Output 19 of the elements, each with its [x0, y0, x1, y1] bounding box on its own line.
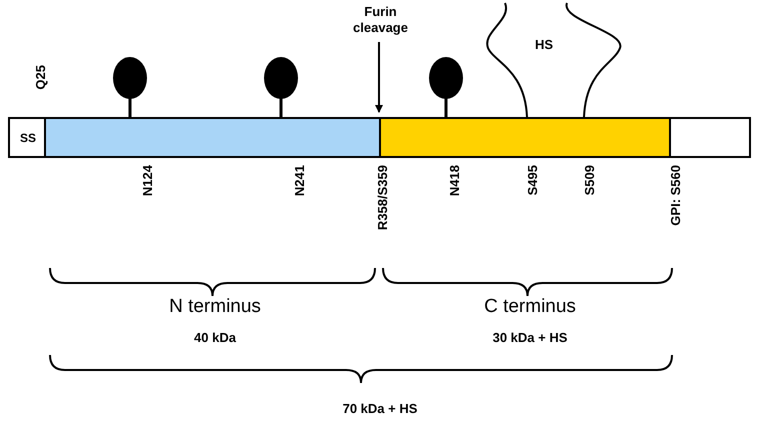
mass-label: 30 kDa + HS	[492, 330, 568, 345]
residue-label: S509	[582, 165, 597, 196]
cleavage-label: Furin cleavage	[343, 4, 418, 36]
domain-bar	[379, 117, 671, 158]
residue-label: S495	[525, 165, 540, 196]
domain-label: N terminus	[168, 296, 262, 318]
residue-label: N241	[292, 165, 307, 196]
domain-bar	[669, 117, 751, 158]
residue-label: N418	[447, 165, 462, 196]
domain-label: C terminus	[483, 296, 577, 318]
residue-label: N124	[140, 165, 155, 196]
residue-label: Q25	[33, 65, 48, 90]
chain-label: HS	[535, 37, 554, 52]
residue-label: R358/S359	[375, 165, 390, 230]
mass-label: 70 kDa + HS	[342, 401, 418, 416]
domain-bar	[44, 117, 381, 158]
residue-label: GPI: S560	[668, 165, 683, 226]
mass-label: 40 kDa	[193, 330, 237, 345]
arrow	[375, 42, 383, 113]
